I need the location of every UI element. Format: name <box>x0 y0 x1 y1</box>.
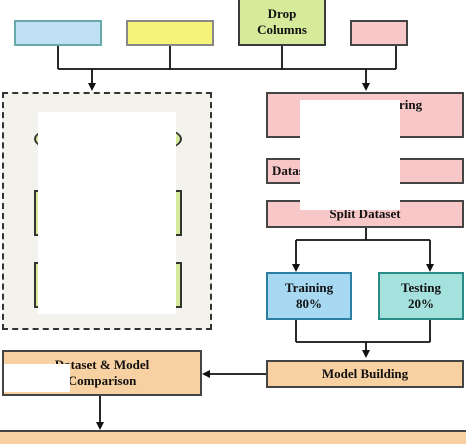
training-box: Training 80% <box>266 272 352 320</box>
redaction-block <box>300 196 400 210</box>
top-box-yellow <box>126 20 214 46</box>
testing-box: Testing 20% <box>378 272 464 320</box>
redaction-block <box>38 112 176 314</box>
bottom-box <box>0 430 466 444</box>
top-box-blue <box>14 20 102 46</box>
model-building-box: Model Building <box>266 360 464 388</box>
top-box-pink <box>350 20 408 46</box>
drop-columns-box: Drop Columns <box>238 0 326 46</box>
redaction-block <box>4 364 70 392</box>
comparison-box: Dataset & Model Comparison <box>2 350 202 396</box>
redaction-block <box>300 100 400 200</box>
